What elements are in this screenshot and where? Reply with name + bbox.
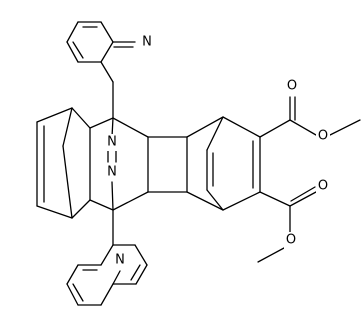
bicyclooctadiene-right: [186, 116, 261, 211]
atom-N-azo-lower: N: [105, 164, 119, 181]
ester-bottom: [257, 186, 317, 263]
central-cage-bonds: [89, 81, 188, 246]
norbornene-left: [36, 107, 91, 219]
atom-O-ester-bottom-carbonyl: O: [316, 178, 330, 195]
atom-labels: N N N N O O O O: [105, 33, 330, 269]
svg-text:N: N: [107, 165, 117, 180]
svg-text:N: N: [142, 35, 152, 50]
pyridine-ring-bottom: [66, 244, 148, 306]
svg-text:O: O: [318, 179, 328, 194]
ester-top: [259, 96, 361, 138]
svg-text:O: O: [286, 233, 296, 248]
svg-text:O: O: [287, 79, 297, 94]
bond-lines: [36, 21, 361, 306]
atom-O-ester-top-carbonyl: O: [285, 78, 299, 95]
atom-N-pyridine-bottom: N: [113, 252, 127, 269]
atom-O-ester-bottom-ether: O: [284, 232, 298, 249]
svg-text:N: N: [107, 135, 117, 150]
svg-text:O: O: [318, 129, 328, 144]
atom-N-pyridine-top: N: [140, 33, 154, 50]
atom-N-azo-upper: N: [105, 134, 119, 151]
atom-O-ester-top-ether: O: [316, 128, 330, 145]
svg-text:N: N: [115, 253, 125, 268]
pyridine-ring-top: [66, 21, 136, 83]
